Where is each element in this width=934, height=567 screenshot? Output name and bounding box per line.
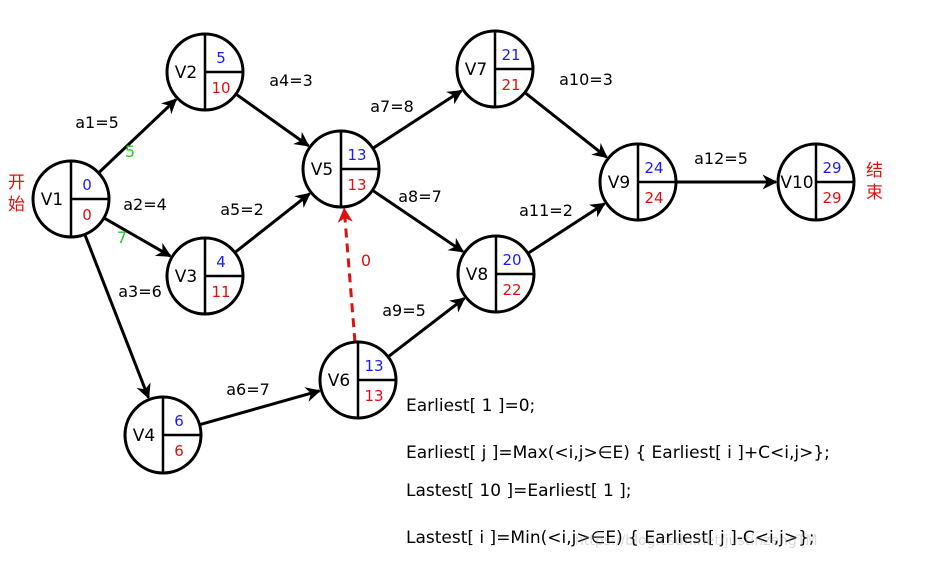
- node-name: V10: [780, 173, 813, 193]
- node-v10: V10 29 29: [776, 142, 856, 222]
- edge-label-a4: a4=3: [269, 71, 313, 90]
- node-name: V7: [465, 60, 487, 80]
- node-name: V6: [328, 371, 350, 391]
- node-late-time: 22: [502, 281, 521, 299]
- node-late-time: 10: [211, 79, 230, 97]
- node-v3: V3 4 11: [165, 236, 245, 316]
- edge-a4: [235, 92, 310, 147]
- node-early-time: 6: [174, 412, 184, 430]
- node-name: V5: [311, 160, 333, 180]
- edge-label-a3: a3=6: [118, 282, 162, 301]
- node-name: V4: [133, 426, 155, 446]
- node-v4: V4 6 6: [123, 395, 203, 475]
- edge-label-dummy: 0: [361, 251, 371, 270]
- edge-label-a5: a5=2: [220, 200, 264, 219]
- node-late-time: 6: [174, 442, 184, 460]
- node-late-time: 21: [501, 76, 520, 94]
- edge-label-a8: a8=7: [398, 187, 442, 206]
- edge-label-a9: a9=5: [382, 301, 426, 320]
- edge-label-a6: a6=7: [226, 380, 270, 399]
- node-late-time: 29: [822, 189, 841, 207]
- edge-a5: [233, 192, 311, 254]
- node-name: V1: [41, 190, 63, 210]
- edge-a1: [97, 98, 178, 174]
- edge-label-a1: a1=5: [75, 113, 119, 132]
- end-label: 结 束: [866, 161, 883, 203]
- edge-label-a7: a7=8: [370, 97, 414, 116]
- edge-labels: a1=5 5 a2=4 7 a3=6 a4=3 a5=2 a6=7 a7=8 a8=7 a9=5 a1…: [75, 70, 748, 399]
- node-early-time: 21: [501, 46, 520, 64]
- node-early-time: 5: [216, 49, 226, 67]
- formula-latest-end: Lastest[ 10 ]=Earliest[ 1 ];: [406, 481, 632, 501]
- node-early-time: 29: [822, 159, 841, 177]
- node-name: V2: [175, 63, 197, 83]
- node-late-time: 0: [82, 206, 92, 224]
- edge-note-a2: 7: [117, 228, 127, 247]
- node-v7: V7 21 21: [455, 29, 535, 109]
- node-v2: V2 5 10: [165, 32, 245, 112]
- node-early-time: 20: [502, 251, 521, 269]
- node-v6: V6 13 13: [318, 340, 398, 420]
- node-v8: V8 20 22: [456, 234, 536, 314]
- edge-a6: [199, 387, 321, 427]
- node-v1: V1 0 0: [31, 159, 111, 239]
- node-name: V8: [466, 265, 488, 285]
- edge-label-a2: a2=4: [123, 195, 167, 214]
- formula-earliest-rule: Earliest[ j ]=Max(<i,j>∈E) { Earliest[ i…: [406, 443, 830, 463]
- edge-dummy: [337, 207, 357, 343]
- edge-a3: [83, 233, 151, 400]
- node-late-time: 11: [211, 283, 230, 301]
- node-early-time: 24: [644, 159, 663, 177]
- node-early-time: 13: [364, 357, 383, 375]
- edge-a11: [527, 202, 606, 255]
- watermark: https://blog.csdn.net/justinzengTM: [575, 533, 818, 549]
- edge-note-a1: 5: [125, 142, 135, 161]
- node-v5: V5 13 13: [301, 129, 381, 209]
- edge-label-a12: a12=5: [694, 149, 748, 168]
- node-late-time: 13: [347, 176, 366, 194]
- formula-earliest-start: Earliest[ 1 ]=0;: [406, 396, 536, 416]
- edge-a9: [387, 297, 466, 359]
- node-name: V3: [175, 267, 197, 287]
- node-name: V9: [608, 173, 630, 193]
- node-early-time: 13: [347, 146, 366, 164]
- edge-a7: [372, 89, 463, 150]
- edge-a10: [523, 91, 608, 159]
- node-early-time: 0: [82, 176, 92, 194]
- edges: [83, 89, 778, 427]
- node-late-time: 24: [644, 189, 663, 207]
- node-early-time: 4: [216, 253, 226, 271]
- start-label: 开 始: [8, 173, 25, 215]
- node-late-time: 13: [364, 387, 383, 405]
- formula-latest-rule: Lastest[ i ]=Min(<i,j>∈E) { Earliest[ j …: [406, 528, 815, 548]
- edge-a2: [103, 216, 172, 258]
- edge-label-a10: a10=3: [559, 70, 613, 89]
- edge-a8: [371, 189, 465, 253]
- node-v9: V9 24 24: [598, 142, 678, 222]
- nodes: V100V2510V3411V466V51313V61313V72121V820…: [31, 29, 856, 475]
- edge-label-a11: a11=2: [519, 201, 573, 220]
